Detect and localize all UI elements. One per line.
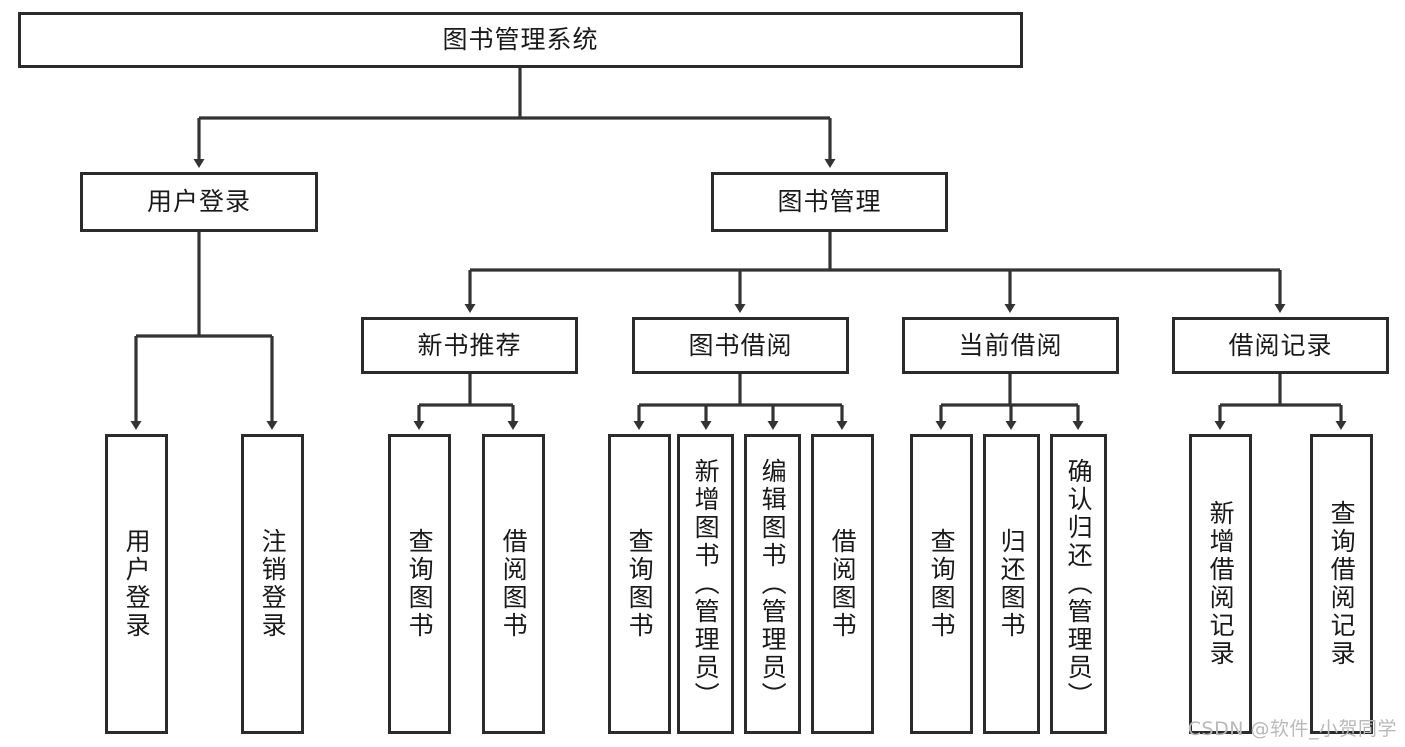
node-new-book-rec-label: 新书推荐 bbox=[417, 330, 522, 360]
node-leaf-user-logout-label: 注销登录 bbox=[258, 528, 288, 640]
node-leaf-user-login-label: 用户登录 bbox=[122, 528, 152, 640]
watermark: CSDN @软件_小贺同学 bbox=[1187, 718, 1397, 740]
node-leaf-query-book-borrow-label: 查询图书 bbox=[625, 528, 655, 640]
node-new-book-rec[interactable]: 新书推荐 bbox=[361, 317, 578, 374]
node-current-borrow[interactable]: 当前借阅 bbox=[902, 317, 1119, 374]
node-leaf-add-book[interactable]: 新增图书（管理员） bbox=[677, 434, 734, 734]
node-user-login[interactable]: 用户登录 bbox=[80, 172, 318, 232]
node-borrow-record[interactable]: 借阅记录 bbox=[1172, 317, 1389, 374]
node-leaf-borrow-book-rec-label: 借阅图书 bbox=[499, 528, 529, 640]
node-leaf-edit-book-label: 编辑图书（管理员） bbox=[758, 458, 788, 710]
node-leaf-edit-book[interactable]: 编辑图书（管理员） bbox=[744, 434, 801, 734]
node-leaf-add-book-label: 新增图书（管理员） bbox=[691, 458, 721, 710]
node-book-manage-label: 图书管理 bbox=[777, 187, 882, 217]
node-root[interactable]: 图书管理系统 bbox=[18, 12, 1023, 68]
node-leaf-query-book-current[interactable]: 查询图书 bbox=[910, 434, 973, 734]
node-leaf-borrow-book[interactable]: 借阅图书 bbox=[811, 434, 874, 734]
node-leaf-return-book[interactable]: 归还图书 bbox=[983, 434, 1040, 734]
node-leaf-confirm-return[interactable]: 确认归还（管理员） bbox=[1050, 434, 1107, 734]
node-leaf-add-record-label: 新增借阅记录 bbox=[1206, 500, 1236, 668]
node-leaf-borrow-book-label: 借阅图书 bbox=[828, 528, 858, 640]
node-current-borrow-label: 当前借阅 bbox=[958, 330, 1063, 360]
node-leaf-query-book-current-label: 查询图书 bbox=[927, 528, 957, 640]
node-leaf-user-login[interactable]: 用户登录 bbox=[105, 434, 168, 734]
node-leaf-borrow-book-rec[interactable]: 借阅图书 bbox=[482, 434, 545, 734]
node-leaf-query-book-borrow[interactable]: 查询图书 bbox=[608, 434, 671, 734]
node-book-borrow-label: 图书借阅 bbox=[688, 330, 793, 360]
node-leaf-query-record[interactable]: 查询借阅记录 bbox=[1310, 434, 1373, 734]
node-leaf-query-book-rec-label: 查询图书 bbox=[405, 528, 435, 640]
node-leaf-query-book-rec[interactable]: 查询图书 bbox=[388, 434, 451, 734]
node-borrow-record-label: 借阅记录 bbox=[1228, 330, 1333, 360]
node-book-manage[interactable]: 图书管理 bbox=[711, 172, 948, 232]
node-leaf-confirm-return-label: 确认归还（管理员） bbox=[1064, 458, 1094, 710]
node-leaf-add-record[interactable]: 新增借阅记录 bbox=[1189, 434, 1252, 734]
node-leaf-user-logout[interactable]: 注销登录 bbox=[241, 434, 304, 734]
node-leaf-query-record-label: 查询借阅记录 bbox=[1327, 500, 1357, 668]
node-user-login-label: 用户登录 bbox=[146, 187, 251, 217]
node-leaf-return-book-label: 归还图书 bbox=[997, 528, 1027, 640]
node-root-label: 图书管理系统 bbox=[442, 25, 599, 55]
node-book-borrow[interactable]: 图书借阅 bbox=[632, 317, 849, 374]
